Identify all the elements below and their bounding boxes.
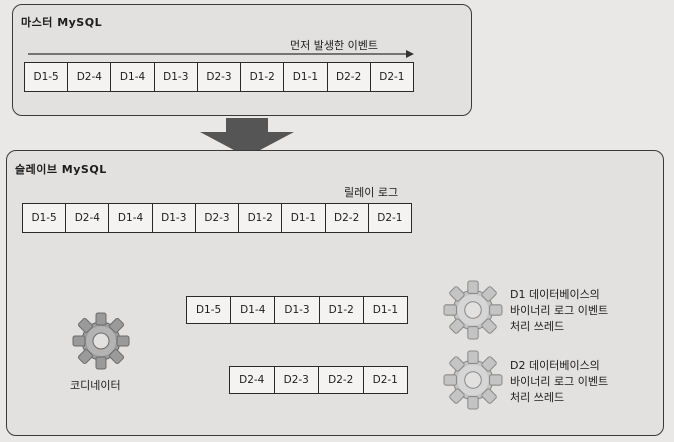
event-cell: D2-4: [66, 204, 110, 232]
event-cell: D1-2: [320, 297, 364, 323]
event-cell: D2-2: [326, 204, 369, 232]
event-cell: D2-4: [68, 63, 112, 91]
order-arrow: [28, 50, 414, 58]
caption-line: D2 데이터베이스의: [510, 359, 600, 372]
event-cell: D2-2: [328, 63, 371, 91]
event-cell: D2-1: [379, 71, 405, 83]
event-cell: D1-5: [25, 63, 69, 91]
event-cell: D1-5: [187, 297, 232, 323]
event-cell: D1-1: [284, 63, 328, 91]
event-cell: D1-3: [153, 204, 196, 232]
event-cell: D2-4: [230, 367, 275, 393]
order-note: 먼저 발생한 이벤트: [290, 39, 378, 52]
transfer-arrow: [200, 118, 294, 157]
event-cell: D1-4: [109, 204, 153, 232]
event-cell: D1-4: [231, 297, 276, 323]
event-cell: D1-2: [241, 63, 285, 91]
event-cell: D1-1: [372, 304, 399, 316]
master-title: 마스터 MySQL: [21, 16, 103, 29]
event-cell: D2-1: [372, 374, 398, 386]
event-cell: D1-4: [111, 63, 155, 91]
event-cell: D2-2: [319, 367, 364, 393]
thread-gear-icon-d1: [443, 280, 503, 340]
thread-gear-icon-d2: [443, 350, 503, 410]
coordinator-gear-icon: [72, 312, 130, 370]
caption-line: 바이너리 로그 이벤트: [510, 304, 609, 317]
caption-line: 바이너리 로그 이벤트: [510, 375, 609, 388]
thread-caption-d1: D1 데이터베이스의 바이너리 로그 이벤트 처리 쓰레드: [510, 287, 608, 335]
caption-line: D1 데이터베이스의: [510, 288, 600, 301]
relay-log-label: 릴레이 로그: [344, 186, 399, 199]
event-cell: D2-1: [377, 212, 403, 224]
thread-caption-d2: D2 데이터베이스의 바이너리 로그 이벤트 처리 쓰레드: [510, 358, 608, 406]
coordinator-label: 코디네이터: [70, 379, 121, 392]
event-cell: D1-3: [275, 297, 320, 323]
event-cell: D1-2: [239, 204, 283, 232]
event-cell: D2-3: [196, 204, 240, 232]
event-cell: D2-3: [275, 367, 319, 393]
event-cell: D1-1: [282, 204, 326, 232]
slave-title: 슬레이브 MySQL: [15, 163, 107, 176]
caption-line: 처리 쓰레드: [510, 391, 565, 404]
caption-line: 처리 쓰레드: [510, 320, 565, 333]
event-cell: D1-3: [155, 63, 198, 91]
event-cell: D2-3: [198, 63, 242, 91]
event-cell: D1-5: [23, 204, 67, 232]
master-mysql-panel: 마스터 MySQL: [12, 4, 472, 116]
